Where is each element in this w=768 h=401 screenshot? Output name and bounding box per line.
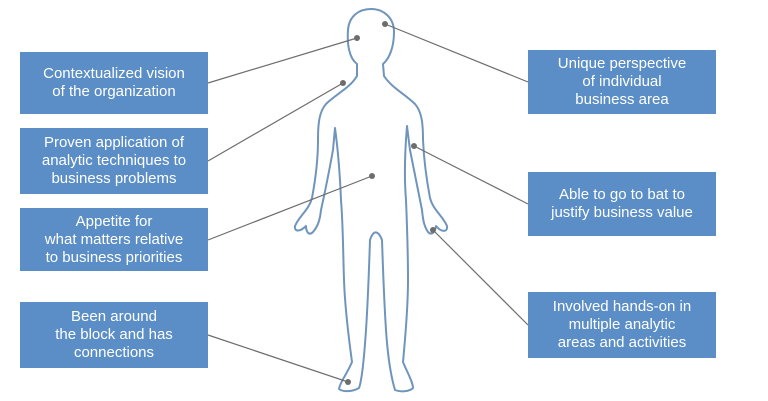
label-proven-application: Proven application of analytic technique… [20, 128, 208, 194]
label-unique-perspective: Unique perspective of individual busines… [528, 50, 716, 114]
human-silhouette [293, 8, 449, 393]
connector-line-1 [207, 37, 358, 84]
connector-line-4 [207, 334, 349, 383]
connector-line-5 [384, 23, 529, 83]
connector-line-2 [207, 82, 344, 162]
anchor-dot-head-right [382, 21, 388, 27]
anchor-dot-hand [430, 227, 436, 233]
anchor-dot-elbow [411, 143, 417, 149]
label-appetite: Appetite for what matters relative to bu… [20, 208, 208, 271]
connector-line-3 [207, 175, 373, 241]
connector-line-7 [432, 229, 529, 326]
anchor-dot-shoulder [340, 80, 346, 86]
label-go-to-bat: Able to go to bat to justify business va… [528, 172, 716, 236]
connector-line-6 [413, 145, 529, 205]
label-hands-on: Involved hands-on in multiple analytic a… [528, 292, 716, 358]
label-contextualized-vision: Contextualized vision of the organizatio… [20, 52, 208, 114]
anchor-dot-head-left [354, 35, 360, 41]
anchor-dot-foot [345, 379, 351, 385]
label-been-around: Been around the block and has connection… [20, 302, 208, 368]
anchor-dot-stomach [369, 173, 375, 179]
